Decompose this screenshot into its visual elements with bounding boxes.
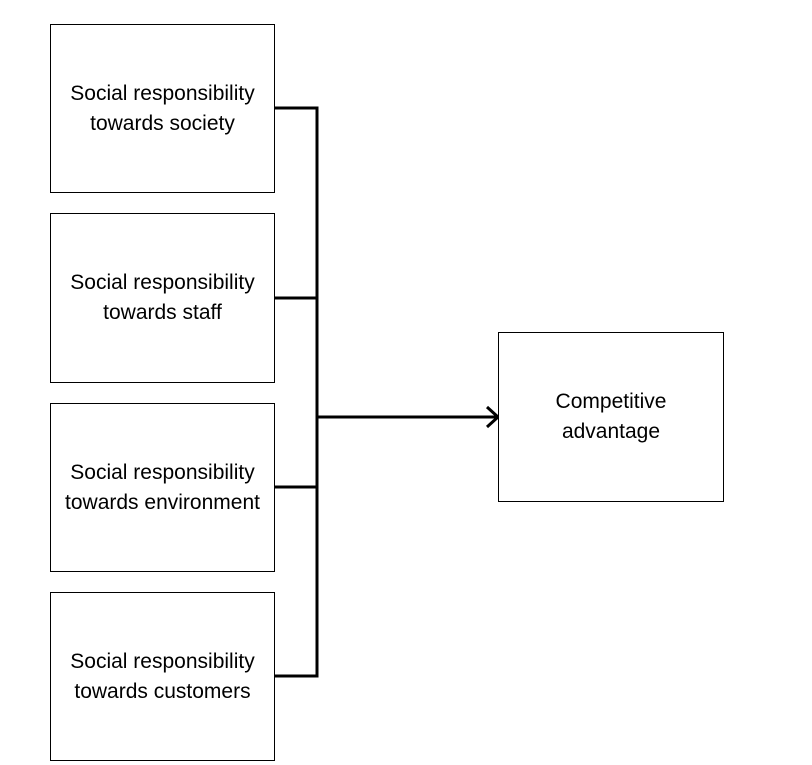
box-customers: Social responsibility towards customers: [50, 592, 275, 761]
competitive-advantage-label: Competitive advantage: [555, 390, 667, 443]
box-competitive-advantage: Competitive advantage: [498, 332, 724, 502]
box-environment: Social responsibility towards environmen…: [50, 403, 275, 572]
box-staff-label: Social responsibility towards staff: [70, 271, 255, 324]
box-staff: Social responsibility towards staff: [50, 213, 275, 383]
box-society-label: Social responsibility towards society: [70, 81, 255, 135]
box-society: Social responsibility towards society: [50, 24, 275, 193]
box-environment-label: Social responsibility towards environmen…: [65, 460, 260, 514]
box-customers-label: Social responsibility towards customers: [70, 649, 255, 703]
